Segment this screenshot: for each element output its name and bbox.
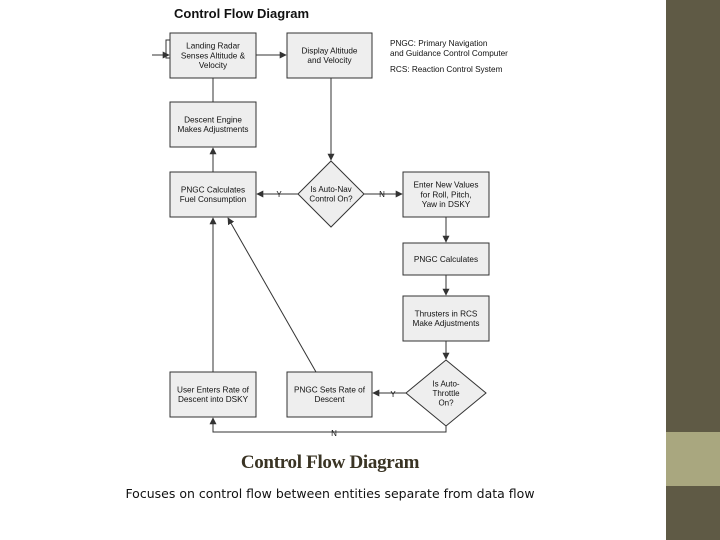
box-user-rate xyxy=(169,371,257,418)
legend-line: RCS: Reaction Control System xyxy=(390,65,503,74)
sidebar-accent-bottom xyxy=(666,486,720,540)
sidebar-accent-light xyxy=(666,432,720,486)
box-pngc-calc xyxy=(402,242,490,276)
edge-label-autothrottle-no: N xyxy=(331,429,337,438)
connector xyxy=(209,417,447,433)
connector xyxy=(227,217,317,373)
caption-title: Control Flow Diagram xyxy=(240,452,420,473)
decision-autonav xyxy=(297,160,365,228)
legend-line: and Guidance Control Computer xyxy=(390,49,508,58)
box-enter-values xyxy=(402,171,490,218)
box-thrusters xyxy=(402,295,490,342)
box-label-pngc-calc: PNGC Calculates xyxy=(414,255,478,264)
sidebar-accent-dark xyxy=(666,0,720,432)
box-descent-engine xyxy=(169,101,257,148)
decision-autothrottle xyxy=(405,359,487,427)
box-fuel xyxy=(169,171,257,218)
edge-label-autonav-yes: Y xyxy=(276,190,282,199)
box-display xyxy=(286,32,373,79)
diagram-title: Control Flow Diagram xyxy=(174,6,309,21)
legend-line: PNGC: Primary Navigation xyxy=(390,39,488,48)
edge-label-autonav-no: N xyxy=(379,190,385,199)
edge-label-autothrottle-yes: Y xyxy=(390,390,396,399)
caption-subtitle: Focuses on control flow between entities… xyxy=(125,486,535,501)
box-sets-rate xyxy=(286,371,373,418)
box-radar xyxy=(169,32,257,79)
